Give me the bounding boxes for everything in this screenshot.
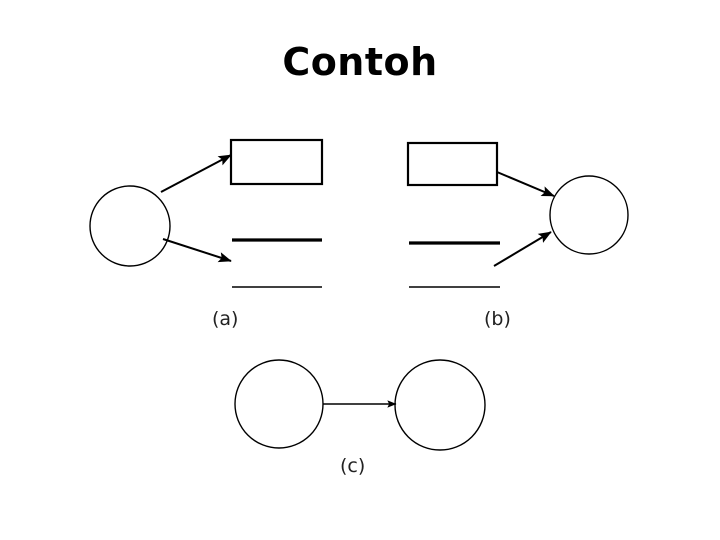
panel-c-circle-left (234, 359, 324, 449)
panel-b-rectangle (406, 141, 499, 187)
panel-a-circle (89, 185, 171, 267)
panel-b-arrows (493, 171, 555, 267)
panel-a-arrow-to-rectangle (160, 154, 232, 193)
page-title: Contoh (282, 40, 438, 84)
panel-label-c: (c) (340, 455, 366, 477)
panel-b-circle (549, 175, 629, 255)
panel-b-arrow-from-lines (493, 231, 552, 267)
panel-a-arrows (160, 154, 232, 263)
panel-b-arrow-from-rectangle (496, 171, 555, 197)
arrows-layer (160, 154, 555, 408)
panel-b (406, 141, 629, 288)
panel-a-arrow-to-lines (162, 238, 232, 263)
panel-c-circle-right (394, 359, 486, 451)
panel-label-a: (a) (212, 308, 239, 330)
panel-a (89, 138, 324, 288)
panel-c (234, 359, 486, 451)
panel-label-b: (b) (484, 308, 511, 330)
panel-a-rectangle (229, 138, 324, 186)
